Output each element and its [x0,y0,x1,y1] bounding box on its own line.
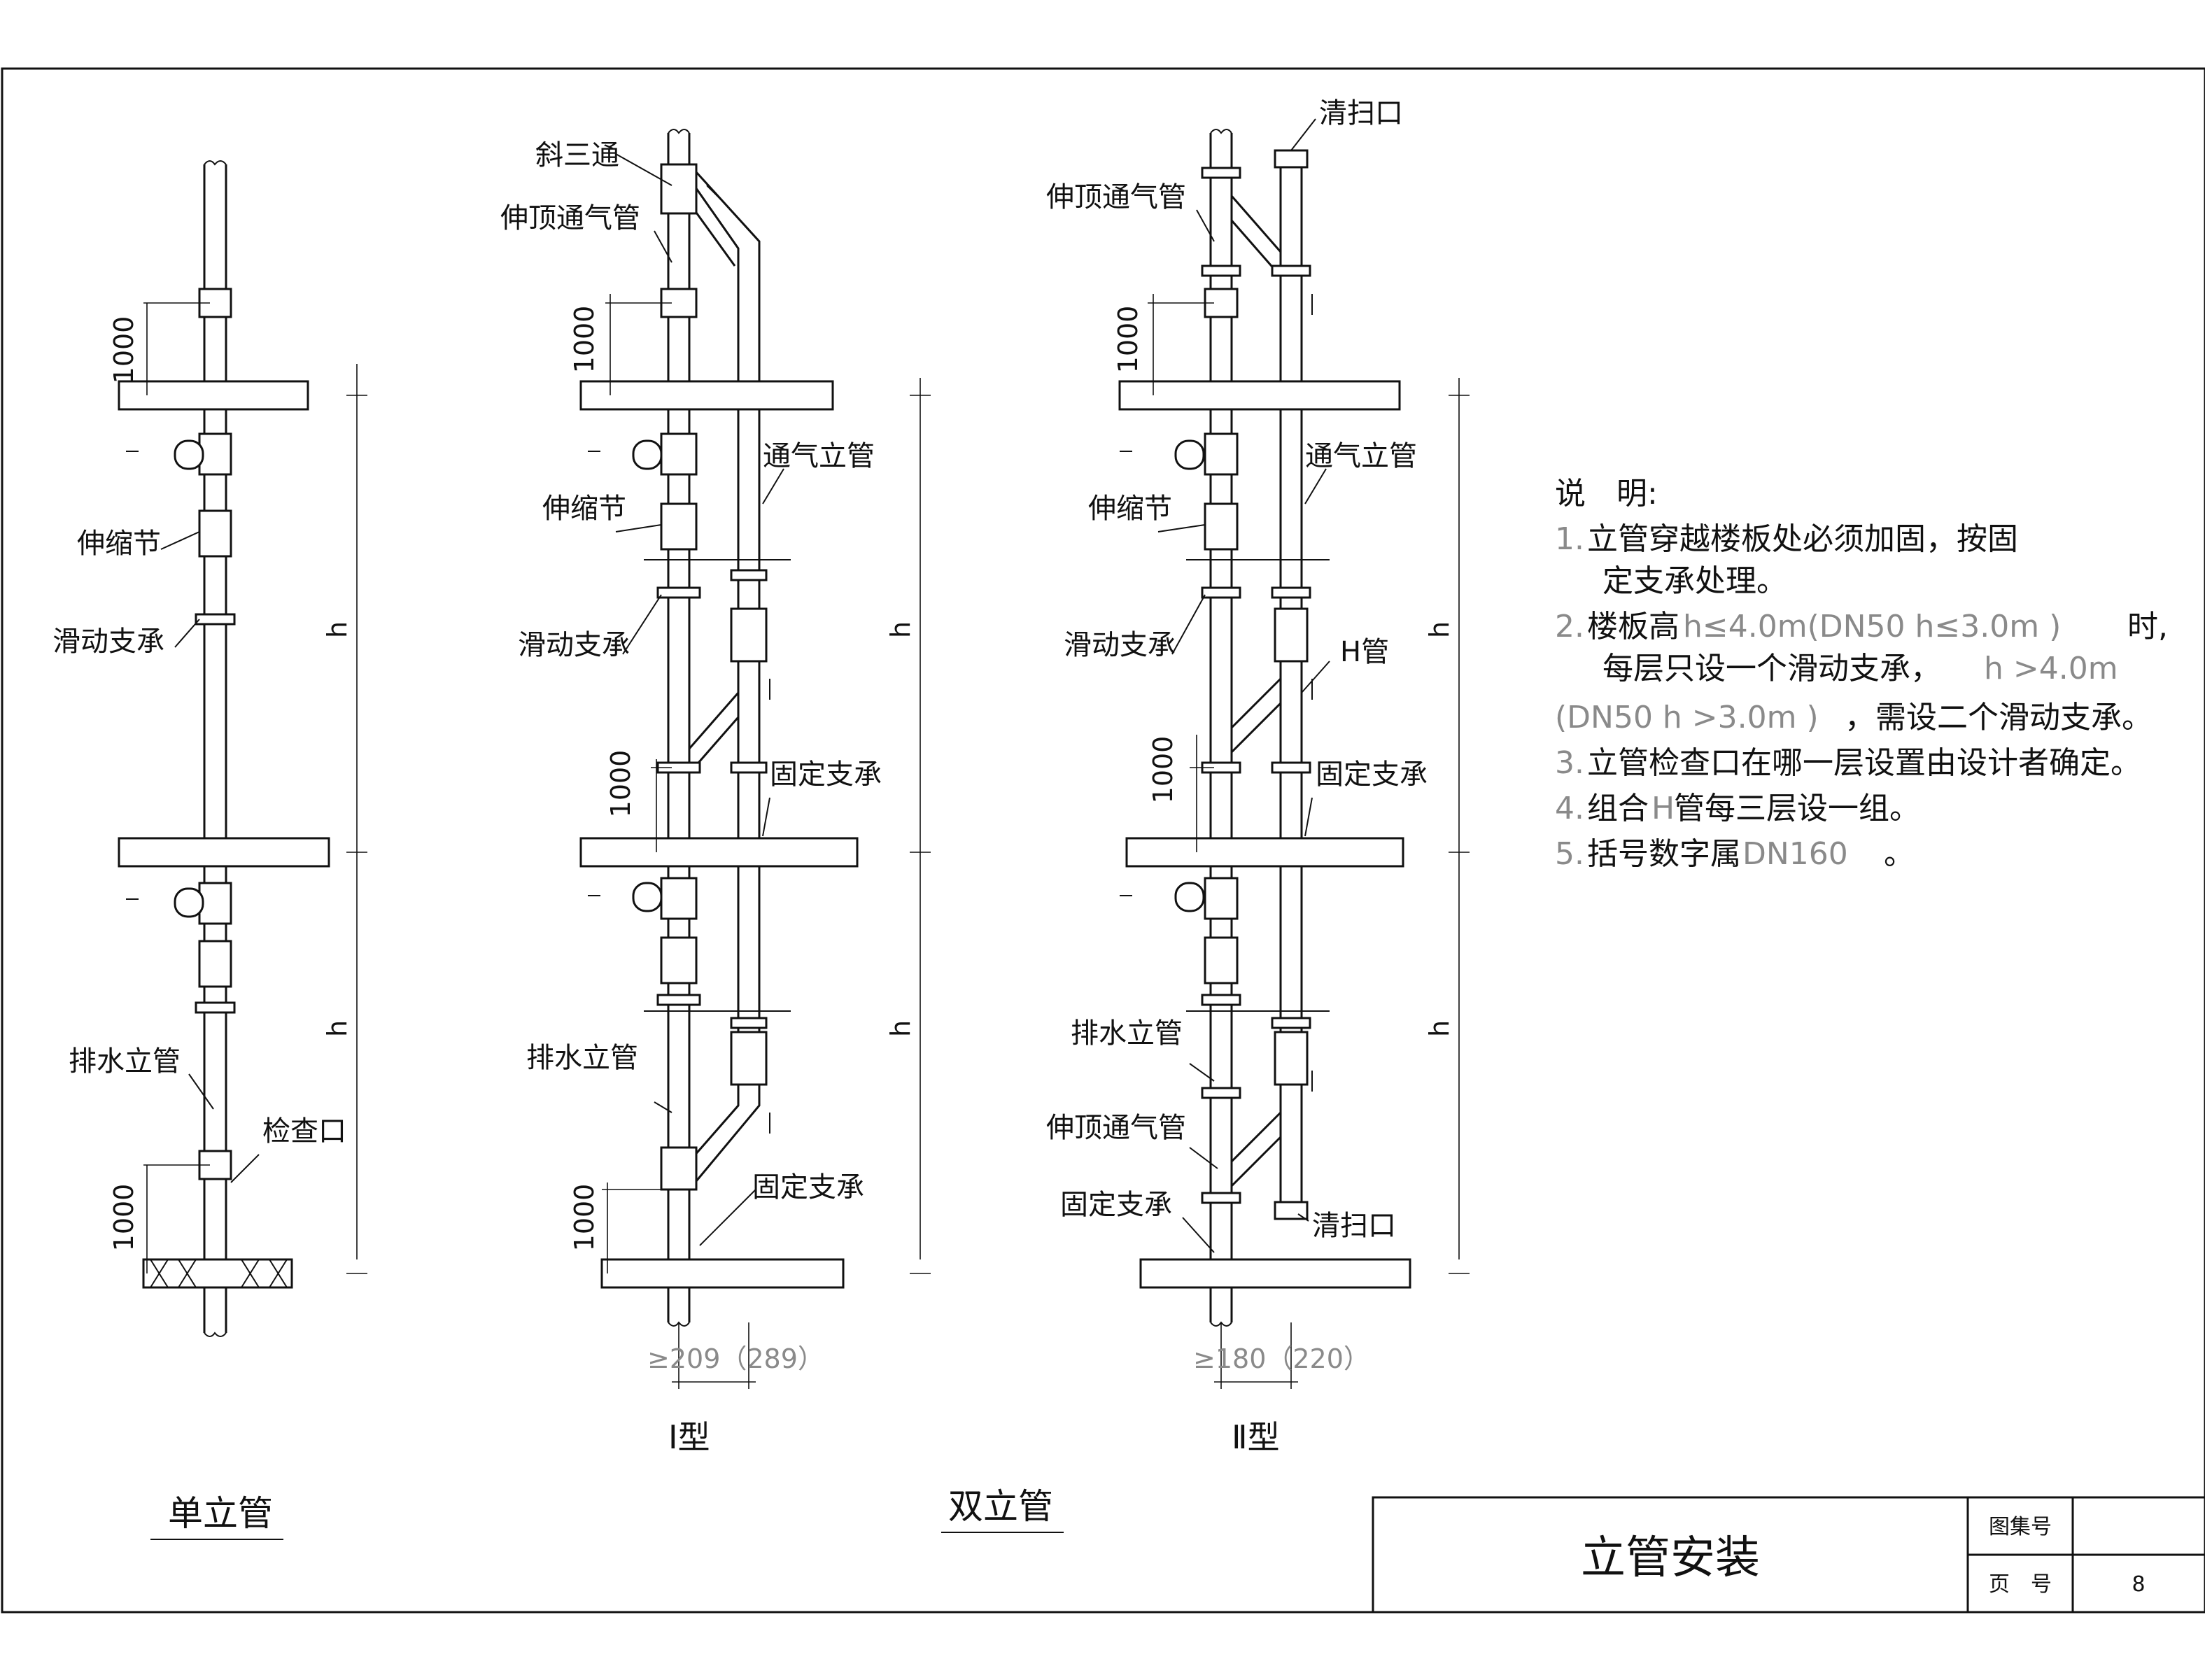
label-stretch-joint: 伸缩节 [77,528,161,560]
label-vent-top: 伸顶通气管 [500,202,640,234]
type2-double-riser-diagram [1118,118,1470,1389]
label-drain-riser: 排水立管 [69,1045,181,1078]
note-5-part-a: 括号数字属 [1587,836,1741,872]
floor-slab [118,837,330,868]
label-sliding-support: 滑动支承 [52,626,164,658]
note-number: 1. [1555,521,1584,557]
note-2-part-d: 每层只设一个滑动支承， [1602,651,1941,686]
dim-h: h [1424,621,1455,638]
floor-slab [600,1258,845,1289]
label-sliding-support: 滑动支承 [518,629,630,661]
caption-type2: Ⅱ型 [1232,1418,1280,1456]
caption-double-riser: 双立管 [948,1486,1053,1527]
label-h-pipe: H管 [1340,636,1389,668]
dim-1000: 1000 [569,1184,600,1252]
note-4-part-b: H [1651,791,1675,826]
note-1-line-b: 定支承处理。 [1602,563,1787,599]
notes-block: 说 明: 1. 立管穿越楼板处必须加固，按固 定支承处理。 2. 楼板高 h≤4… [1555,476,2168,872]
note-1-line-a: 立管穿越楼板处必须加固，按固 [1587,521,2018,557]
label-stretch-joint: 伸缩节 [1088,493,1172,525]
caption-single-riser: 单立管 [168,1493,273,1534]
label-cleanout: 清扫口 [1312,1210,1396,1242]
floor-slab [118,380,309,411]
drawing-frame [1,67,2205,1614]
dim-spacing: ≥209（289） [647,1343,824,1374]
page-number-label: 页 号 [1989,1572,2052,1597]
label-stretch-joint: 伸缩节 [542,493,626,525]
note-2-part-f: (DN50 h >3.0m ) [1555,700,1819,735]
note-3: 立管检查口在哪一层设置由设计者确定。 [1587,745,2141,781]
dim-1000: 1000 [1148,736,1178,804]
dim-h: h [322,1020,353,1037]
note-number: 2. [1555,609,1584,644]
label-wye: 斜三通 [535,139,619,171]
single-riser-diagram [118,160,367,1337]
dim-1000: 1000 [108,316,139,384]
note-2-part-b: h≤4.0m(DN50 h≤3.0m ) [1683,609,2061,644]
floor-slab [579,380,834,411]
label-fixed-support: 固定支承 [1316,758,1428,791]
label-fixed-support: 固定支承 [1060,1189,1172,1221]
label-sliding-support: 滑动支承 [1064,629,1176,661]
floor-slab [1139,1258,1411,1289]
label-inspection-port: 检查口 [262,1115,346,1148]
note-4-part-a: 组合 [1587,791,1649,826]
dim-h: h [885,621,916,638]
dim-h: h [1424,1020,1455,1037]
label-vent-top: 伸顶通气管 [1046,1112,1186,1144]
label-fixed-support: 固定支承 [752,1171,864,1203]
dim-h: h [885,1020,916,1037]
note-number: 5. [1555,836,1584,872]
label-vent-riser: 通气立管 [763,440,875,472]
title-block [1372,1496,2205,1614]
sheet-title: 立管安装 [1581,1532,1760,1584]
note-5-part-b: DN160 [1742,836,1848,872]
floor-slab [1118,380,1401,411]
floor-slab [142,1258,293,1289]
note-2-part-a: 楼板高 [1587,609,1679,644]
note-number: 4. [1555,791,1584,826]
type1-double-riser-diagram [579,129,931,1389]
page-number-value: 8 [2132,1572,2145,1597]
note-2-part-g: ，需设二个滑动支承。 [1845,700,2153,735]
dim-spacing: ≥180（220） [1193,1343,1370,1374]
label-cleanout: 清扫口 [1319,97,1403,129]
note-4-part-c: 管每三层设一组。 [1674,791,1920,826]
caption-type1: Ⅰ型 [668,1418,710,1456]
note-2-part-c: 时, [2127,609,2168,644]
note-number: 3. [1555,745,1584,781]
note-2-part-e: h >4.0m [1984,651,2118,686]
label-drain-riser: 排水立管 [526,1042,638,1074]
dim-1000: 1000 [108,1184,139,1252]
label-fixed-support: 固定支承 [770,758,882,791]
floor-slab [579,837,859,868]
dim-h: h [322,621,353,638]
dim-1000: 1000 [1113,306,1143,374]
label-drain-riser: 排水立管 [1071,1017,1183,1050]
floor-slab [1125,837,1404,868]
note-5-part-c: 。 [1884,836,1915,872]
atlas-number-label: 图集号 [1989,1515,2052,1539]
notes-heading: 说 明: [1555,476,1658,511]
dim-1000: 1000 [569,306,600,374]
label-vent-top: 伸顶通气管 [1046,181,1186,213]
label-vent-riser: 通气立管 [1305,440,1417,472]
dim-1000: 1000 [605,750,636,818]
